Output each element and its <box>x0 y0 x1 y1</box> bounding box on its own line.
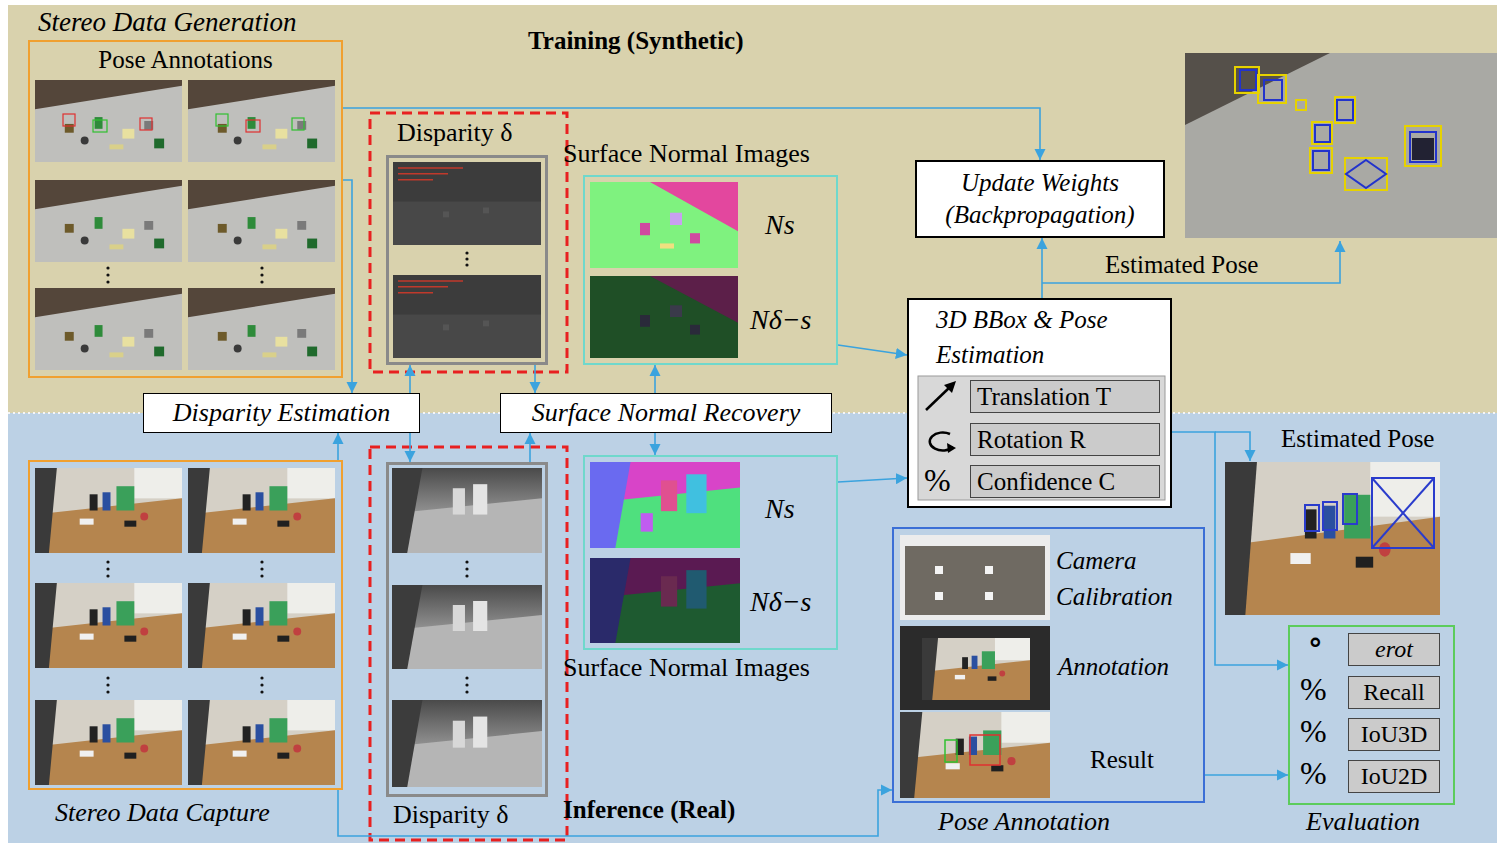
node-label: Nδ−s <box>750 303 811 337</box>
node-label: Disparity δ <box>397 117 513 148</box>
data-capture-box: Stereo Data Capture <box>28 460 343 790</box>
training-band: Training (Synthetic) Stereo Data Generati… <box>8 5 1497 413</box>
estimated-pose-render <box>1185 53 1497 238</box>
flow-arrow <box>337 433 339 460</box>
real-captures <box>35 468 335 785</box>
node-label: Update Weights (Backpropagation) <box>925 167 1155 232</box>
node-label: Surface Normal Recovery <box>532 397 801 428</box>
node-label: Stereo Data Capture <box>55 797 270 828</box>
node-label: Ns <box>765 492 795 526</box>
flow-arrow <box>529 433 531 462</box>
metric-box: erot <box>1348 633 1440 666</box>
flow-arrow <box>654 365 656 393</box>
node-label: Surface Normal Images <box>563 138 810 169</box>
percent-symbol: % <box>924 461 951 499</box>
flow-arrow <box>409 365 411 393</box>
percent-symbol: % <box>1300 670 1327 708</box>
percent-symbol: % <box>1300 712 1327 750</box>
band-fills <box>8 5 1497 843</box>
node-label: Pose Annotation <box>938 806 1110 837</box>
estimated-pose-photo <box>1225 462 1440 615</box>
metric-box: Recall <box>1348 676 1440 709</box>
node-label: Annotation <box>1058 652 1169 682</box>
flow-arrow <box>838 345 907 355</box>
percent-symbol: % <box>1300 754 1327 792</box>
flow-arrow <box>409 433 411 462</box>
node-label: IoU2D <box>1361 762 1428 791</box>
node-label: IoU3D <box>1361 720 1428 749</box>
flow-arrow <box>838 478 907 482</box>
node-label: Evaluation <box>1306 806 1420 837</box>
node-label: Disparity Estimation <box>173 397 390 428</box>
node-label: erot <box>1375 635 1413 664</box>
process-box: Surface Normal Recovery <box>500 393 832 433</box>
node-label: Result <box>1090 745 1154 775</box>
node-label: Pose Annotations <box>28 45 343 75</box>
red-dashed-frames <box>370 113 567 840</box>
synthetic-renders <box>35 80 335 370</box>
output-box: Translation T <box>970 380 1160 413</box>
flow-arrow <box>343 180 352 393</box>
normal-image-panel: NsNδ−sSurface Normal Images <box>583 455 838 650</box>
process-box: Update Weights (Backpropagation) <box>915 160 1165 238</box>
flow-arrow <box>1172 432 1288 665</box>
flow-arrow <box>1205 774 1288 776</box>
node-label: Rotation R <box>977 425 1086 455</box>
disparity-panel: Disparity δ <box>386 462 548 797</box>
node-label: Confidence C <box>977 467 1115 497</box>
node-label: Translation T <box>977 382 1111 412</box>
output-box: Rotation R <box>970 423 1160 456</box>
normal-image-panel: Surface Normal ImagesNsNδ−s <box>583 175 838 365</box>
node-label: Camera Calibration <box>1056 543 1201 616</box>
output-box: Confidence C <box>970 465 1160 498</box>
node-label: Ns <box>765 208 795 242</box>
metric-box: IoU2D <box>1348 760 1440 793</box>
node-label: 3D BBox & Pose Estimation <box>936 302 1161 372</box>
process-box: Disparity Estimation <box>143 393 420 433</box>
output-label: Estimated Pose <box>1105 250 1258 280</box>
metric-box: IoU3D <box>1348 718 1440 751</box>
node-label: Nδ−s <box>750 585 811 619</box>
output-label: Estimated Pose <box>1281 424 1434 454</box>
node-label: Stereo Data Generation <box>38 6 296 38</box>
data-generation-box: Stereo Data GenerationPose Annotations <box>28 40 343 378</box>
node-label: Surface Normal Images <box>563 652 810 683</box>
node-label: Recall <box>1363 678 1424 707</box>
inference-band: Inference (Real)Stereo Data CaptureDispa… <box>8 413 1497 843</box>
disparity-maps <box>392 162 542 787</box>
pose-annotation-box: Camera CalibrationAnnotationResultPose A… <box>892 527 1205 803</box>
flow-arrow <box>654 433 656 455</box>
node-label: Training (Synthetic) <box>528 26 744 56</box>
flow-arrow <box>1041 238 1043 298</box>
flow-arrow <box>534 365 536 393</box>
estimation-box-fill <box>907 298 1172 508</box>
node-label: Inference (Real) <box>563 795 735 825</box>
degree-symbol: ∘ <box>1307 622 1324 663</box>
node-label: Disparity δ <box>393 799 509 830</box>
pose-annotation-screens <box>900 535 1050 798</box>
disparity-panel: Disparity δ <box>386 155 548 365</box>
